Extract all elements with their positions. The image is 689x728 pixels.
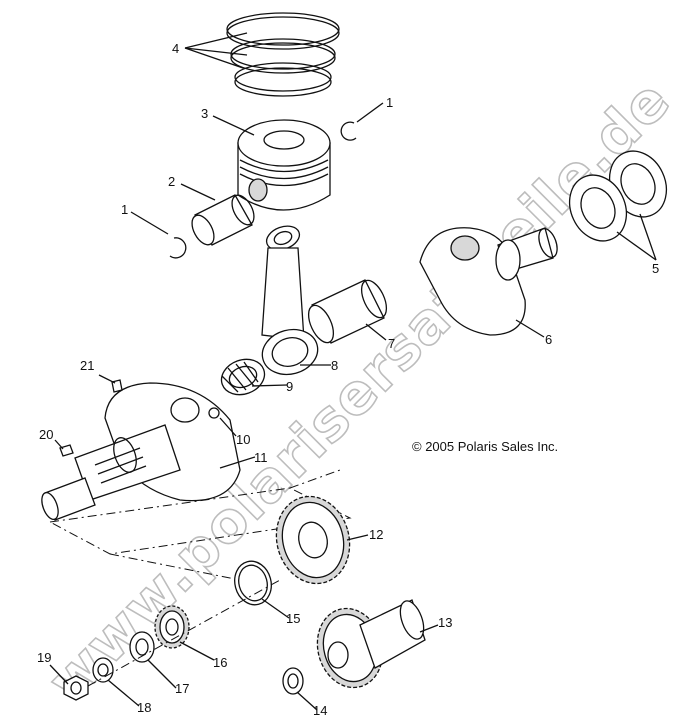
nut-19 xyxy=(63,675,89,701)
connecting-rod xyxy=(261,225,319,376)
callout-4: 4 xyxy=(172,41,179,56)
callout-1-left: 1 xyxy=(121,202,128,217)
circlip-right xyxy=(340,121,357,141)
crank-pin-sleeve xyxy=(307,279,388,344)
needle-bearing xyxy=(220,358,266,396)
callout-6: 6 xyxy=(545,332,552,347)
callout-19: 19 xyxy=(37,650,51,665)
callout-2: 2 xyxy=(168,174,175,189)
assembly-outline xyxy=(48,487,352,555)
ball-10 xyxy=(208,407,220,419)
nut-17 xyxy=(129,631,155,663)
leader-lines xyxy=(49,32,657,711)
callout-12: 12 xyxy=(369,527,383,542)
small-gear xyxy=(154,605,190,649)
callout-15: 15 xyxy=(286,611,300,626)
washer-18 xyxy=(92,657,114,683)
callout-9: 9 xyxy=(286,379,293,394)
callout-20: 20 xyxy=(39,427,53,442)
piston-rings xyxy=(226,12,340,97)
callout-21: 21 xyxy=(80,358,94,373)
callout-14: 14 xyxy=(313,703,327,718)
callout-7: 7 xyxy=(388,336,395,351)
callout-3: 3 xyxy=(201,106,208,121)
crankshaft-half-right xyxy=(419,227,558,336)
washer-15 xyxy=(234,560,272,606)
callout-10: 10 xyxy=(236,432,250,447)
drive-gear xyxy=(275,495,351,585)
callout-18: 18 xyxy=(137,700,151,715)
callout-labels: 1 1 2 3 4 5 6 7 8 9 10 11 12 13 14 15 16… xyxy=(37,41,659,718)
callout-8: 8 xyxy=(331,358,338,373)
balance-shaft-gear xyxy=(316,599,426,689)
ball-bearings xyxy=(568,150,668,242)
callout-17: 17 xyxy=(175,681,189,696)
crankshaft-half-left xyxy=(41,382,241,521)
key-20 xyxy=(59,444,74,457)
callout-1-right: 1 xyxy=(386,95,393,110)
circlip-left xyxy=(169,237,187,259)
wrist-pin xyxy=(191,194,255,246)
copyright-text: © 2005 Polaris Sales Inc. xyxy=(412,439,558,454)
callout-11: 11 xyxy=(254,450,268,465)
callout-5: 5 xyxy=(652,261,659,276)
washer-14 xyxy=(282,667,304,695)
piston xyxy=(237,119,331,211)
callout-13: 13 xyxy=(438,615,452,630)
callout-16: 16 xyxy=(213,655,227,670)
